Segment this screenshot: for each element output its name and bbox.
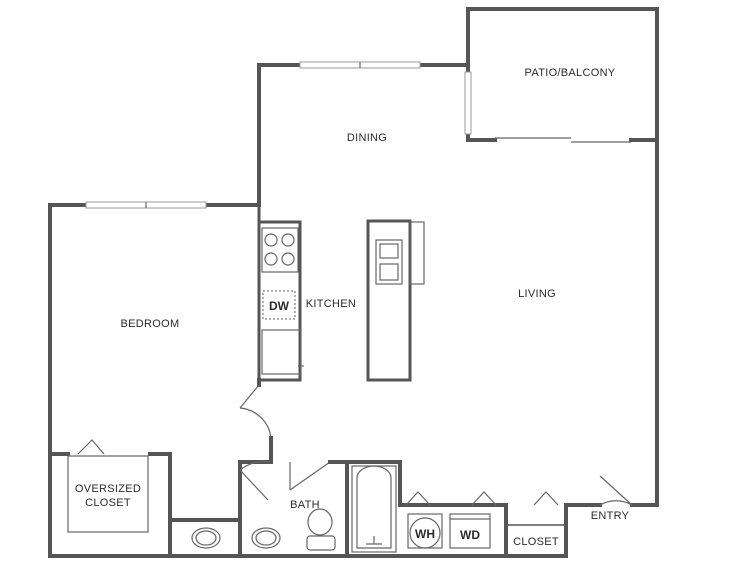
washer-dryer: [449, 513, 491, 549]
vanity-sink-1: [191, 527, 221, 549]
label-living: LIVING: [518, 288, 556, 300]
exterior-walls: [48, 7, 659, 558]
oversized-closet: [67, 455, 149, 533]
label-water-heater: WH: [415, 527, 435, 541]
label-dining: DINING: [347, 132, 387, 144]
toilet: [307, 508, 333, 536]
label-dishwasher: DW: [269, 299, 290, 313]
label-bath: BATH: [290, 499, 320, 511]
label-kitchen: KITCHEN: [306, 298, 356, 310]
label-entry: ENTRY: [591, 510, 630, 522]
label-patio: PATIO/BALCONY: [525, 67, 616, 79]
stove: [261, 227, 299, 273]
kitchen-counter: [257, 203, 304, 382]
entry-door: [599, 475, 633, 506]
label-closet: CLOSET: [513, 536, 559, 548]
bottom-wall: [168, 503, 602, 558]
patio-wall: [466, 7, 659, 507]
patio-door: [466, 137, 659, 143]
bath-door: [239, 460, 271, 501]
kitchen-island: [366, 219, 425, 382]
sink: [375, 239, 403, 285]
patio-window: [464, 71, 472, 135]
vanity-sink-2: [251, 527, 281, 549]
dishwasher: [262, 290, 296, 320]
label-oversized-closet-2: CLOSET: [85, 497, 131, 509]
label-washer-dryer: WD: [460, 528, 480, 542]
interior-walls: [48, 378, 633, 558]
bedroom-door: [239, 384, 272, 439]
bedroom-wall: [48, 203, 261, 558]
windows: [85, 61, 472, 209]
label-oversized-closet-1: OVERSIZED: [75, 483, 141, 495]
label-bedroom: BEDROOM: [121, 318, 180, 330]
room-labels: PATIO/BALCONY DINING KITCHEN LIVING BEDR…: [75, 67, 630, 548]
refrigerator: [261, 329, 302, 375]
